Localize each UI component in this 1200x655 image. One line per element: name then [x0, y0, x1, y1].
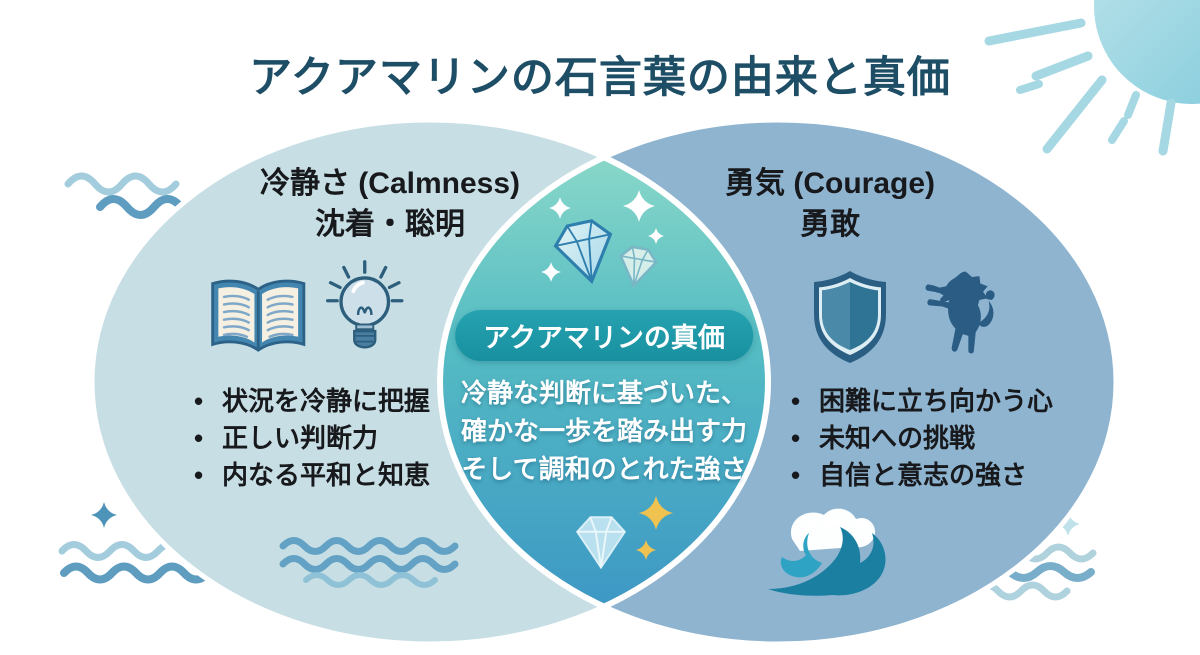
list-item: 困難に立ち向かう心 — [789, 383, 1099, 420]
courage-heading-line2: 勇敢 — [800, 208, 860, 241]
lightbulb-icon — [326, 260, 404, 349]
list-item: 未知への挑戦 — [789, 420, 1099, 457]
intersection-description: 冷静な判断に基づいた、 確かな一歩を踏み出す力 そして調和のとれた強さ — [434, 374, 774, 488]
page-title: アクアマリンの石言葉の由来と真価 — [249, 54, 951, 102]
calmness-points-list: 状況を冷静に把握 正しい判断力 内なる平和と知恵 — [192, 383, 502, 494]
calmness-heading-line1: 冷静さ (Calmness) — [259, 167, 521, 200]
courage-heading-line1: 勇気 (Courage) — [725, 167, 935, 200]
list-item: 状況を冷静に把握 — [192, 383, 502, 420]
sparkle-icon-gold — [636, 496, 673, 560]
venn-intersection-border — [440, 120, 771, 644]
intersection-line1: 冷静な判断に基づいた、 — [460, 378, 747, 408]
sparkle-icon-bottom-left — [91, 502, 117, 528]
courage-points-list: 困難に立ち向かう心 未知への挑戦 自信と意志の強さ — [789, 383, 1099, 494]
open-book-icon — [211, 279, 306, 352]
calmness-heading: 冷静さ (Calmness) 沈着・聡明 — [220, 163, 560, 245]
sparkle-icon-lens — [541, 190, 664, 282]
list-item: 正しい判断力 — [192, 420, 502, 457]
intersection-line2: 確かな一歩を踏み出す力 — [460, 416, 747, 446]
courage-heading: 勇気 (Courage) 勇敢 — [660, 163, 1000, 245]
intersection-badge: アクアマリンの真価 — [455, 310, 753, 361]
sun-rays — [984, 18, 1176, 156]
venn-intersection — [437, 120, 768, 644]
ocean-wave-icon — [768, 508, 886, 596]
heraldic-lion-icon — [925, 271, 995, 354]
gem-icon-small — [619, 245, 658, 288]
list-item: 内なる平和と知恵 — [192, 457, 502, 494]
shield-icon — [814, 271, 886, 363]
calmness-heading-line2: 沈着・聡明 — [315, 208, 465, 241]
intersection-line3: そして調和のとれた強さ — [461, 454, 747, 484]
wave-line-icon-left-inner — [279, 537, 459, 588]
sun-icon — [984, 0, 1200, 156]
gem-icon-large — [553, 219, 613, 285]
gem-icon-bottom — [575, 516, 627, 570]
list-item: 自信と意志の強さ — [789, 457, 1099, 494]
sparkle-icon-right — [1056, 512, 1080, 536]
